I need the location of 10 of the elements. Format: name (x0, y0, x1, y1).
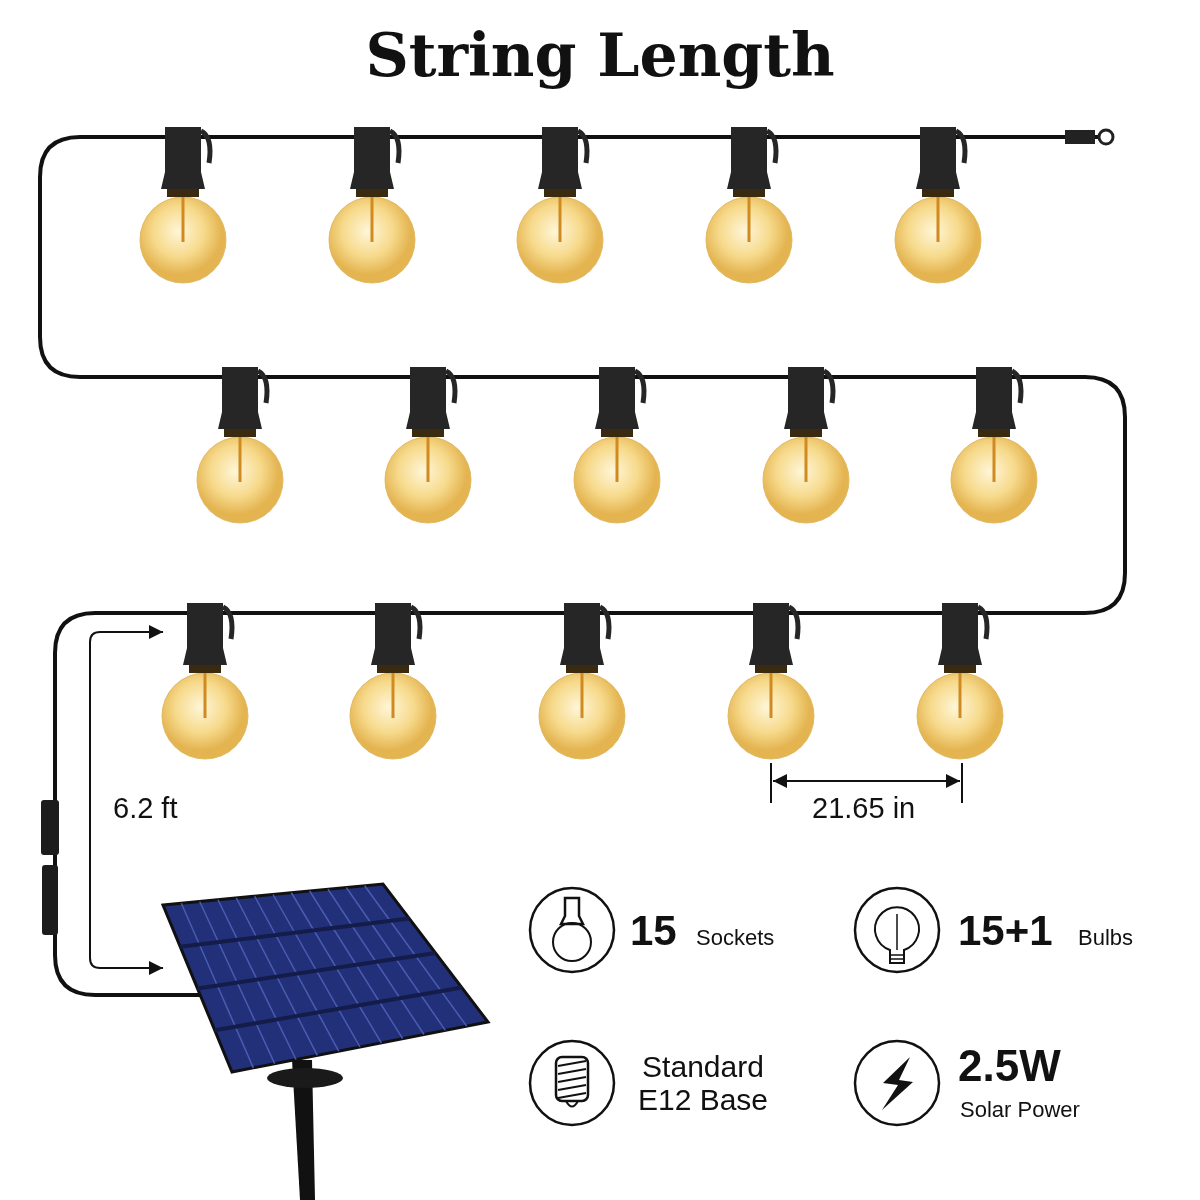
title: String Length (364, 22, 836, 88)
spec-number: 15 (630, 908, 677, 955)
spec-number: 2.5W (958, 1042, 1061, 1091)
spec-label: Solar Power (960, 1098, 1080, 1123)
spec-label: Standard E12 Base (636, 1050, 770, 1116)
spec-number: 15+1 (958, 908, 1053, 955)
dimension-label: 21.65 in (812, 793, 916, 825)
dimension-label: 6.2 ft (113, 793, 178, 825)
spec-label: Sockets (696, 926, 775, 951)
spec-label: Bulbs (1078, 926, 1134, 951)
